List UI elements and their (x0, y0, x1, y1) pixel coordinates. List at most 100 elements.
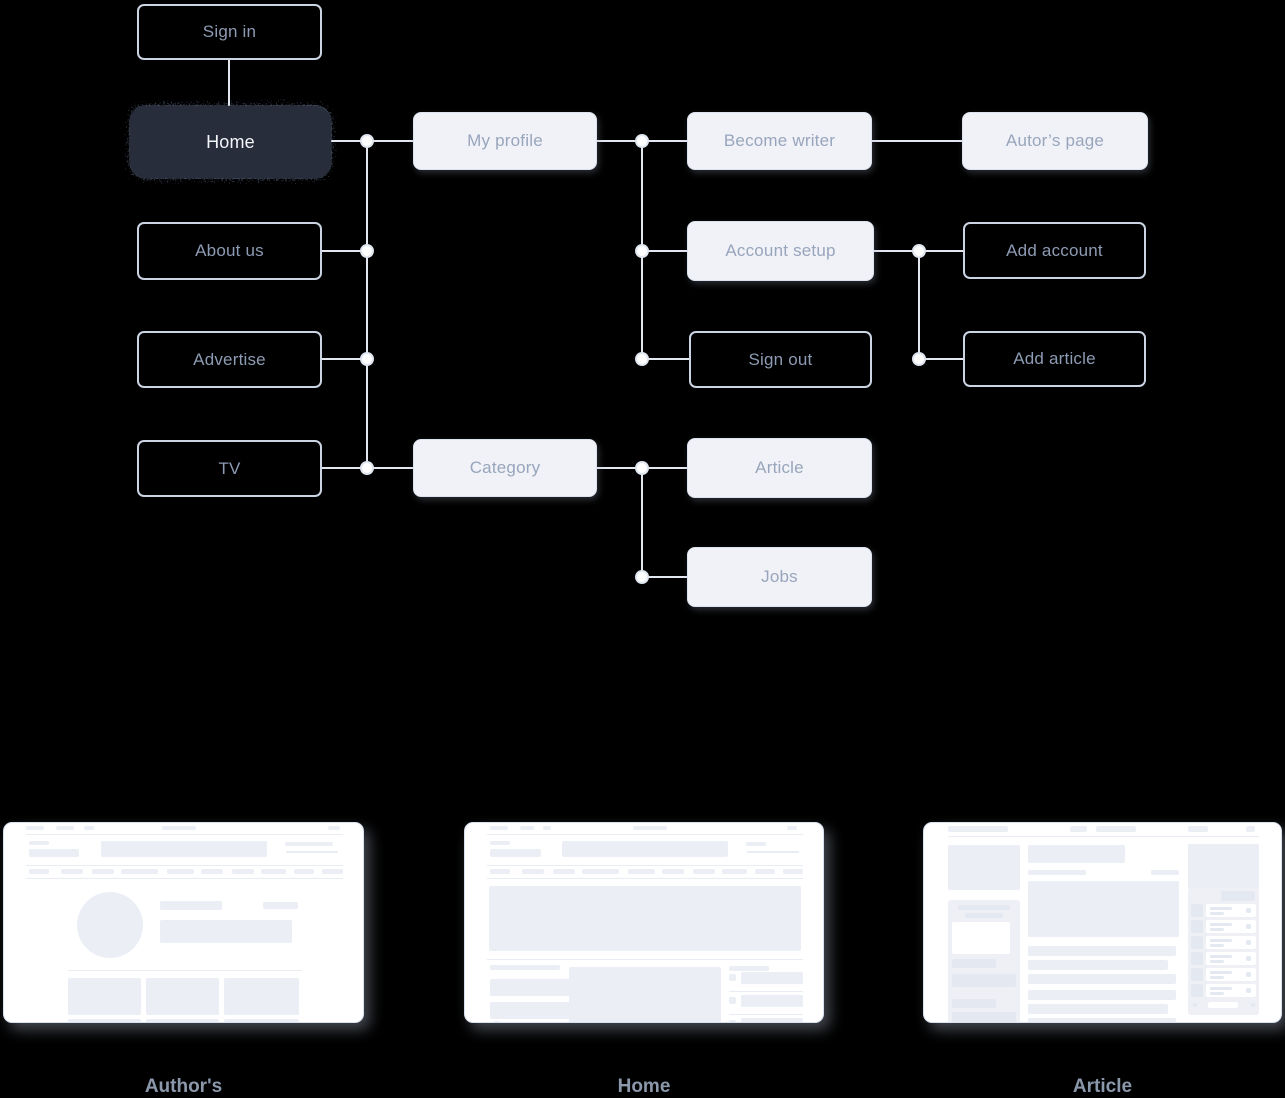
wf-bar (261, 869, 286, 874)
wf-divider (729, 991, 803, 992)
connector-line (641, 358, 689, 360)
node-label: Advertise (193, 349, 266, 369)
wf-bar (285, 842, 333, 846)
connector-line (366, 140, 368, 470)
node-label: Autor’s page (1005, 131, 1105, 150)
node-jobs[interactable]: Jobs (687, 547, 872, 607)
node-label: Become writer (723, 131, 836, 150)
preview-card-home[interactable] (464, 822, 824, 1023)
wf-bar (1210, 976, 1224, 979)
node-advertise[interactable]: Advertise (137, 331, 322, 388)
wf-block (569, 967, 721, 1022)
wf-divider (948, 836, 1259, 837)
wf-bar (328, 826, 340, 830)
wf-bar (741, 972, 803, 984)
wf-bar (1210, 939, 1232, 942)
node-label: Sign out (748, 349, 813, 369)
wf-bar (1210, 971, 1232, 974)
wf-text-bar (1028, 1004, 1168, 1014)
wf-bar (787, 826, 797, 830)
wf-bar (633, 826, 667, 830)
connector-dot (635, 570, 649, 584)
wf-block (490, 979, 570, 996)
wf-square (1246, 924, 1251, 929)
wf-text-bar (1028, 960, 1168, 970)
wf-text-bar (1028, 974, 1176, 984)
wf-bar (490, 826, 508, 830)
wf-square (1191, 968, 1203, 981)
wf-block (948, 845, 1020, 890)
node-sign-out[interactable]: Sign out (689, 331, 872, 388)
node-my-profile[interactable]: My profile (413, 112, 597, 170)
wf-line (286, 851, 338, 853)
node-label: Article (755, 458, 804, 477)
wf-bar (1210, 907, 1232, 910)
wf-block (952, 974, 1016, 987)
wf-white-box (952, 922, 1010, 954)
wf-bar (162, 826, 196, 830)
wf-bar (263, 902, 298, 909)
node-label: TV (218, 458, 241, 478)
node-about-us[interactable]: About us (137, 222, 322, 280)
wf-block (68, 1019, 141, 1022)
wf-bar (84, 826, 94, 830)
wf-divider (68, 970, 302, 971)
wf-bar (958, 905, 1010, 910)
node-article[interactable]: Article (687, 438, 872, 498)
node-tv[interactable]: TV (137, 440, 322, 497)
wf-square (1191, 904, 1203, 917)
wf-square (729, 997, 736, 1004)
wf-bar (746, 842, 766, 846)
connector-line (918, 358, 963, 360)
connector-dot (635, 244, 649, 258)
wf-divider (26, 865, 343, 866)
node-label: My profile (467, 131, 543, 150)
wf-block (68, 978, 141, 1015)
node-label: Account setup (725, 241, 836, 260)
connector-dot (360, 352, 374, 366)
preview-card-authors[interactable] (3, 822, 364, 1023)
node-category[interactable]: Category (413, 439, 597, 497)
preview-label-authors: Author's (144, 1076, 223, 1097)
wf-bar (755, 869, 775, 874)
wf-square (1246, 908, 1251, 913)
node-home[interactable]: Home (130, 106, 331, 178)
wf-bar (1096, 826, 1136, 832)
connector-line (228, 60, 230, 106)
wf-block (224, 978, 299, 1015)
wf-bar (26, 826, 44, 830)
connector-line (322, 358, 368, 360)
node-add-article[interactable]: Add article (963, 331, 1146, 387)
wf-text-bar (1028, 990, 1176, 1000)
node-become-writer[interactable]: Become writer (687, 112, 872, 170)
wf-bar (490, 849, 541, 857)
wf-bar (1210, 944, 1224, 947)
wf-bar (952, 999, 996, 1008)
wf-bar (1221, 891, 1255, 901)
wf-bar (56, 826, 74, 830)
wf-avatar-circle (490, 1021, 503, 1022)
wf-bar (662, 869, 684, 874)
connector-dot (912, 244, 926, 258)
connector-dot (635, 134, 649, 148)
wf-bar (1188, 826, 1208, 832)
node-label: Home (206, 131, 255, 152)
wf-bar (965, 913, 1003, 918)
wf-block (1188, 844, 1259, 889)
wf-bar (948, 826, 1008, 832)
preview-card-article[interactable] (923, 822, 1282, 1023)
connector-dot (360, 134, 374, 148)
node-add-account[interactable]: Add account (963, 222, 1146, 279)
node-autors-page[interactable]: Autor’s page (962, 112, 1148, 170)
wf-bar (29, 849, 79, 857)
node-sign-in[interactable]: Sign in (137, 4, 322, 60)
preview-label-article: Article (1072, 1076, 1133, 1097)
wf-bar (490, 965, 560, 970)
wf-bar (952, 959, 996, 968)
wf-block (101, 841, 267, 857)
wf-bar (1028, 870, 1086, 875)
wf-bar (522, 869, 544, 874)
wf-avatar-circle (77, 892, 143, 958)
node-account-setup[interactable]: Account setup (687, 221, 874, 281)
